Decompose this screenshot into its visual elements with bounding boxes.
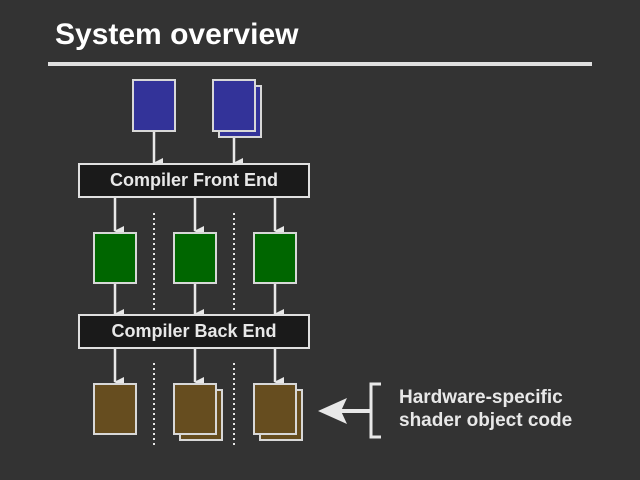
output-doc-1 <box>93 383 137 435</box>
front-end-label: Compiler Front End <box>110 170 278 190</box>
output-doc-3 <box>253 383 297 435</box>
page-title: System overview <box>55 18 299 51</box>
annotation-arrow-icon <box>318 398 347 424</box>
annotation-line-1: Hardware-specific <box>399 387 563 408</box>
input-doc-1 <box>132 79 176 132</box>
intermediate-3 <box>253 232 297 284</box>
intermediate-1 <box>93 232 137 284</box>
annotation-line-2: shader object code <box>399 410 573 431</box>
back-end-label: Compiler Back End <box>111 321 277 341</box>
title-divider <box>48 62 592 66</box>
input-doc-2 <box>212 79 256 132</box>
annotation-bracket <box>369 382 381 439</box>
annotation-text: Hardware-specific shader object code <box>399 386 572 432</box>
front-end-box <box>78 163 310 198</box>
intermediate-2 <box>173 232 217 284</box>
back-end-box <box>78 314 310 349</box>
output-doc-2 <box>173 383 217 435</box>
